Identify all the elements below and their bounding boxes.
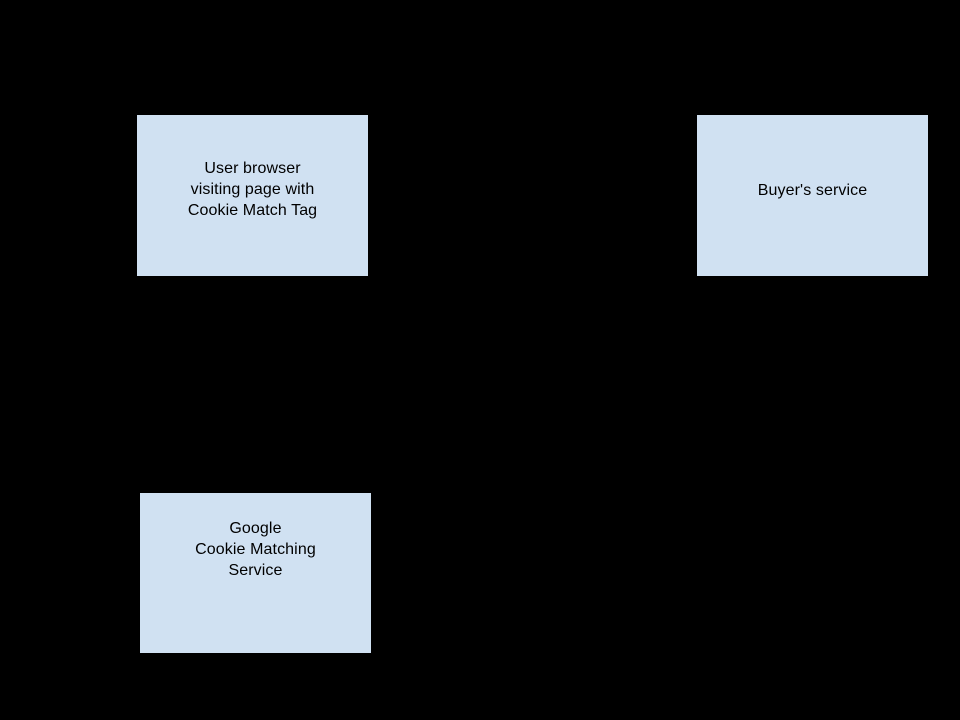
node-user-browser[interactable]: User browser visiting page with Cookie M… [137, 115, 368, 276]
node-google-cookie-matching[interactable]: Google Cookie Matching Service [140, 493, 371, 653]
node-buyers-service-label: Buyer's service [757, 182, 868, 199]
node-buyers-service[interactable]: Buyer's service [697, 115, 928, 276]
node-google-cookie-matching-label: Google Cookie Matching Service [195, 519, 316, 579]
node-user-browser-label: User browser visiting page with Cookie M… [187, 160, 318, 219]
